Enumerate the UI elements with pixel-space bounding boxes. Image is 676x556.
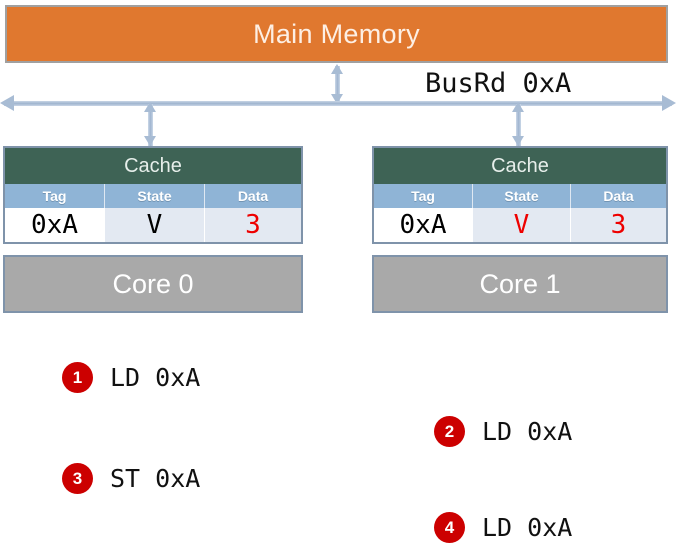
bus-message-label: BusRd 0xA: [425, 68, 572, 99]
core-0-label: Core 0: [112, 268, 194, 299]
cache-1-col-tag: Tag: [374, 184, 473, 208]
core-block-1: Core 1: [372, 255, 668, 313]
main-memory-block: Main Memory: [5, 5, 668, 63]
bus-cache0-connector: [148, 104, 153, 146]
cache-0-state-value: V: [105, 208, 205, 242]
main-memory-label: Main Memory: [253, 18, 420, 49]
cache-0-header-row: Tag State Data: [5, 184, 301, 208]
bus-cache0-arrow-up: [144, 102, 156, 112]
bus-arrow-left-icon: [0, 95, 14, 111]
step-4-text: LD 0xA: [482, 513, 573, 542]
step-1-badge: 1: [62, 362, 93, 393]
cache-block-1: Cache Tag State Data 0xA V 3: [372, 146, 668, 244]
cache-0-title: Cache: [5, 148, 301, 184]
cache-1-tag-value: 0xA: [374, 208, 473, 242]
cache-0-col-state: State: [105, 184, 205, 208]
timeline-step-1: 1 LD 0xA: [62, 362, 200, 393]
cache-0-data-row: 0xA V 3: [5, 208, 301, 242]
bus-cache1-arrow-down: [512, 136, 524, 146]
cache-1-data-value: 3: [571, 208, 666, 242]
timeline-step-2: 2 LD 0xA: [434, 416, 572, 447]
cache-1-state-value: V: [473, 208, 571, 242]
step-2-badge: 2: [434, 416, 465, 447]
cache-0-table: Tag State Data 0xA V 3: [5, 184, 301, 242]
step-2-text: LD 0xA: [482, 417, 573, 446]
cache-0-tag-value: 0xA: [5, 208, 105, 242]
cache-1-col-data: Data: [571, 184, 666, 208]
cache-1-data-row: 0xA V 3: [374, 208, 666, 242]
bus-arrow-right-icon: [662, 95, 676, 111]
cache-1-title: Cache: [374, 148, 666, 184]
bus-cache1-connector: [516, 104, 521, 146]
step-4-badge: 4: [434, 512, 465, 543]
coherence-bus-line: [4, 101, 672, 106]
bus-cache1-arrow-up: [512, 102, 524, 112]
cache-0-col-data: Data: [205, 184, 301, 208]
cache-1-header-row: Tag State Data: [374, 184, 666, 208]
memory-bus-connector-arrow-down: [331, 94, 343, 104]
core-1-label: Core 1: [479, 268, 561, 299]
memory-bus-connector-arrow-up: [331, 64, 343, 74]
step-1-text: LD 0xA: [110, 363, 201, 392]
step-3-badge: 3: [62, 463, 93, 494]
cache-0-col-tag: Tag: [5, 184, 105, 208]
timeline-step-4: 4 LD 0xA: [434, 512, 572, 543]
cache-1-col-state: State: [473, 184, 571, 208]
cache-1-table: Tag State Data 0xA V 3: [374, 184, 666, 242]
timeline-step-3: 3 ST 0xA: [62, 463, 200, 494]
cache-block-0: Cache Tag State Data 0xA V 3: [3, 146, 303, 244]
core-block-0: Core 0: [3, 255, 303, 313]
step-3-text: ST 0xA: [110, 464, 201, 493]
bus-cache0-arrow-down: [144, 136, 156, 146]
memory-bus-connector: [335, 66, 340, 104]
cache-0-data-value: 3: [205, 208, 301, 242]
